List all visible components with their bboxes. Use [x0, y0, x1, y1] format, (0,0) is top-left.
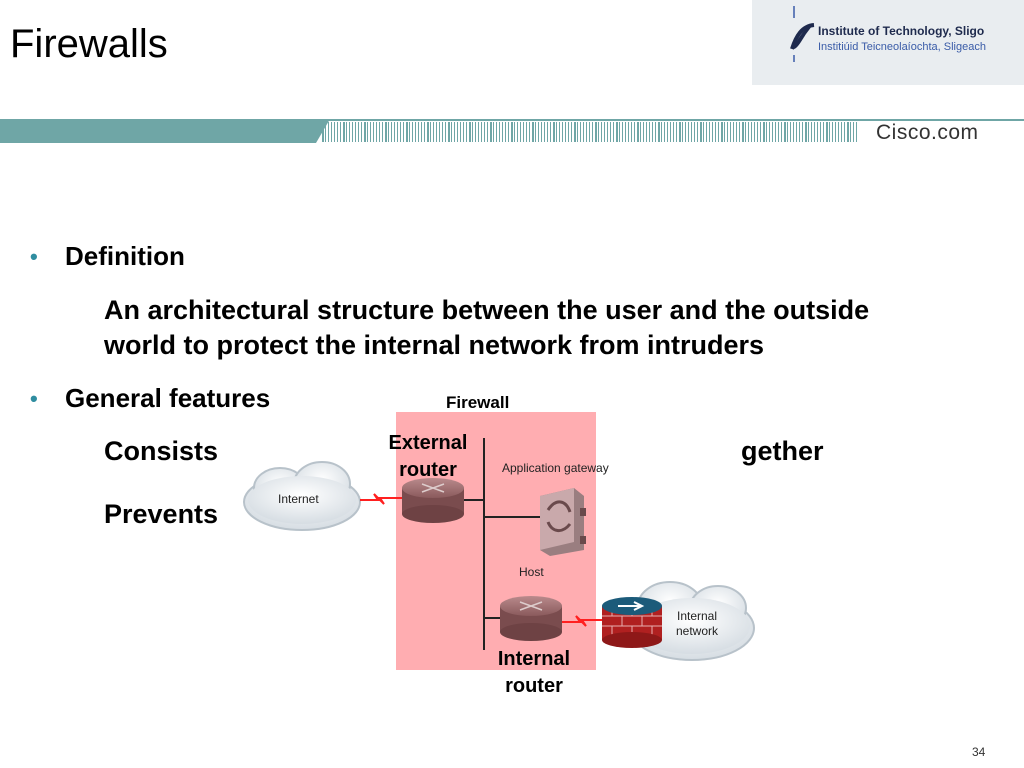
- definition-text-line1: An architectural structure between the u…: [104, 295, 870, 325]
- internal-network-cloud-icon: [629, 581, 755, 661]
- brick-firewall-icon: [602, 597, 662, 648]
- host-server-icon: [540, 488, 586, 556]
- internal-network-label: Internal network: [675, 609, 719, 638]
- cisco-brand: Cisco.com: [876, 121, 979, 144]
- cisco-banner: [0, 119, 1024, 143]
- firewall-diagram: [243, 412, 755, 670]
- host-label: Host: [519, 565, 544, 579]
- bullet-dot-icon: •: [30, 386, 38, 411]
- swoosh-logo-icon: [752, 6, 815, 62]
- bullet-definition-heading: Definition: [65, 241, 185, 271]
- bullet-dot-icon: •: [30, 244, 38, 269]
- lan-link-icon: [562, 615, 602, 627]
- slide-title: Firewalls: [10, 22, 168, 66]
- internal-router-label: Internal router: [497, 648, 571, 697]
- features-line-gether: gether: [741, 436, 824, 466]
- wan-link-icon: [360, 493, 402, 505]
- definition-text-line2: world to protect the internal network fr…: [104, 330, 765, 360]
- application-gateway-label: Application gateway: [502, 461, 609, 475]
- external-router-label: External router: [388, 432, 468, 481]
- institute-logo: [752, 0, 1024, 85]
- external-router-icon: [402, 478, 464, 523]
- page-number: 34: [972, 745, 986, 759]
- internet-label: Internet: [278, 492, 319, 506]
- internet-cloud-icon: [243, 461, 361, 531]
- bullet-general-features-heading: General features: [65, 383, 271, 413]
- firewall-label: Firewall: [446, 393, 510, 412]
- features-line-consists: Consists: [104, 436, 219, 466]
- features-line-prevents: Prevents: [104, 499, 219, 529]
- logo-text-irish: Institiúid Teicneolaíochta, Sligeach: [818, 41, 986, 53]
- internal-router-icon: [500, 596, 562, 641]
- logo-text-english: Institute of Technology, Sligo: [818, 24, 985, 38]
